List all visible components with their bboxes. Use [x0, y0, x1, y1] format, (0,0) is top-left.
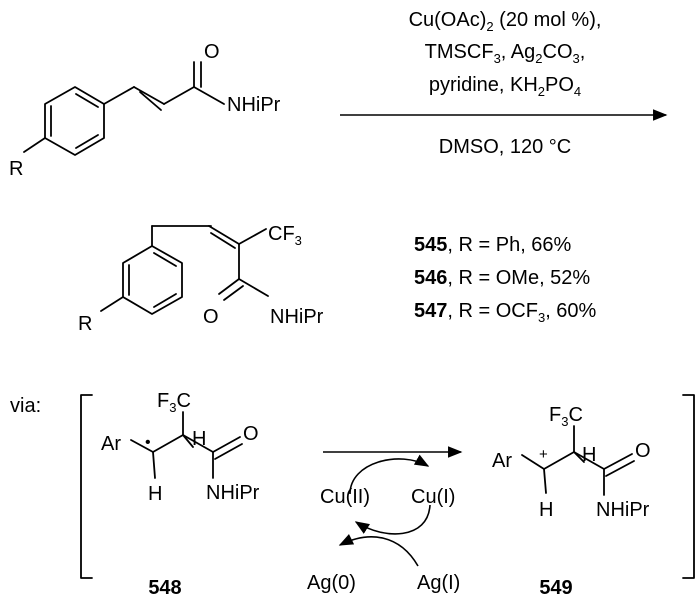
cu-cycle-return-arrow: [354, 504, 431, 535]
result-546: 546, R = OMe, 52%: [414, 267, 590, 289]
product-cf3-label: CF3: [268, 223, 302, 248]
cation-nhipr-label: NHiPr: [596, 499, 650, 521]
sm-o-label: O: [204, 41, 220, 63]
ag0-label: Ag(0): [307, 572, 356, 594]
right-bracket: [682, 394, 695, 579]
radical-o-label: O: [243, 423, 259, 445]
ag1-label: Ag(I): [417, 572, 460, 594]
benzene-ring: [44, 86, 105, 156]
result-547: 547, R = OCF3, 60%: [414, 300, 597, 325]
ag-cycle-arrow: [338, 534, 419, 567]
condition-additives: pyridine, KH2PO4: [429, 74, 581, 99]
condition-solvent-temperature: DMSO, 120 °C: [439, 136, 571, 158]
cu2-label: Cu(II): [320, 486, 370, 508]
label-548: 548: [148, 577, 181, 599]
cu1-label: Cu(I): [411, 486, 455, 508]
cation-plus: +: [539, 446, 548, 463]
radical-f3c-label: F3C: [157, 390, 191, 415]
sm-nhipr-label: NHiPr: [227, 94, 281, 116]
label-549: 549: [539, 577, 572, 599]
result-545: 545, R = Ph, 66%: [414, 234, 572, 256]
cation-ar-label: Ar: [492, 450, 512, 472]
cation-h-bottom: H: [539, 499, 553, 521]
cation-intermediate-structure: [521, 425, 635, 496]
sm-r-label: R: [9, 158, 23, 180]
cation-o-label: O: [635, 440, 651, 462]
benzene-ring: [122, 245, 183, 315]
product-o-label: O: [203, 306, 219, 328]
starting-material-structure: [23, 61, 225, 156]
vinyl-bond: [103, 86, 135, 105]
product-structure: [100, 225, 269, 315]
radical-ar-label: Ar: [101, 433, 121, 455]
left-bracket: [80, 394, 93, 579]
condition-catalyst: Cu(OAc)2 (20 mol %),: [409, 9, 602, 34]
radical-nhipr-label: NHiPr: [206, 482, 260, 504]
cation-h-top: H: [582, 444, 596, 466]
via-label: via:: [10, 395, 41, 417]
radical-h-bottom: H: [148, 483, 162, 505]
cation-f3c-label: F3C: [549, 404, 583, 429]
radical-h-top: H: [192, 428, 206, 450]
condition-reagents: TMSCF3, Ag2CO3,: [425, 41, 586, 66]
radical-intermediate-structure: [130, 411, 243, 479]
product-nhipr-label: NHiPr: [270, 306, 324, 328]
product-r-label: R: [78, 313, 92, 335]
cu-cycle-arrow: [349, 454, 430, 495]
radical-dot: •: [145, 434, 151, 451]
